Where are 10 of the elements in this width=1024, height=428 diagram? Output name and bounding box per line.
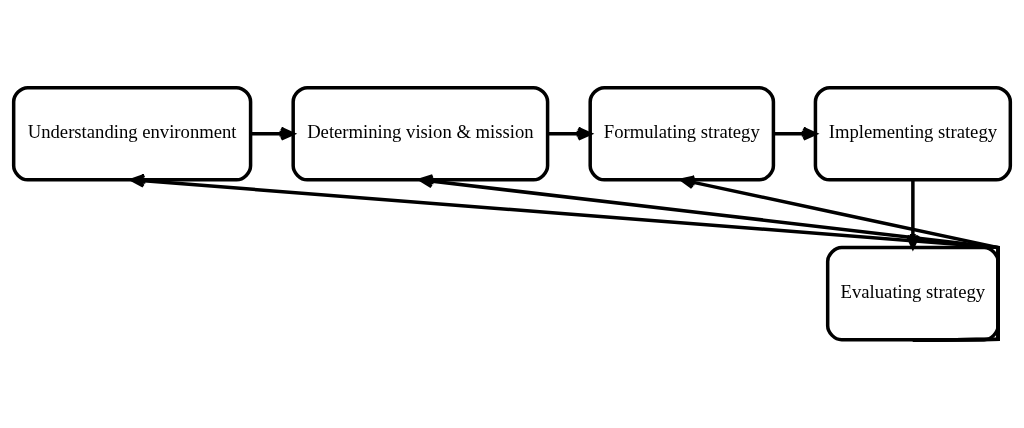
node-box: Formulating strategy [588, 85, 776, 182]
node-box: Implementing strategy [813, 85, 1013, 182]
arrow [548, 126, 592, 141]
arrow [130, 173, 1000, 343]
arrow [680, 175, 1000, 343]
node-box: Determining vision & mission [291, 85, 550, 182]
arrow [418, 174, 1000, 343]
arrow [773, 126, 817, 141]
arrow [251, 126, 295, 141]
node-box: Understanding environment [11, 85, 253, 182]
